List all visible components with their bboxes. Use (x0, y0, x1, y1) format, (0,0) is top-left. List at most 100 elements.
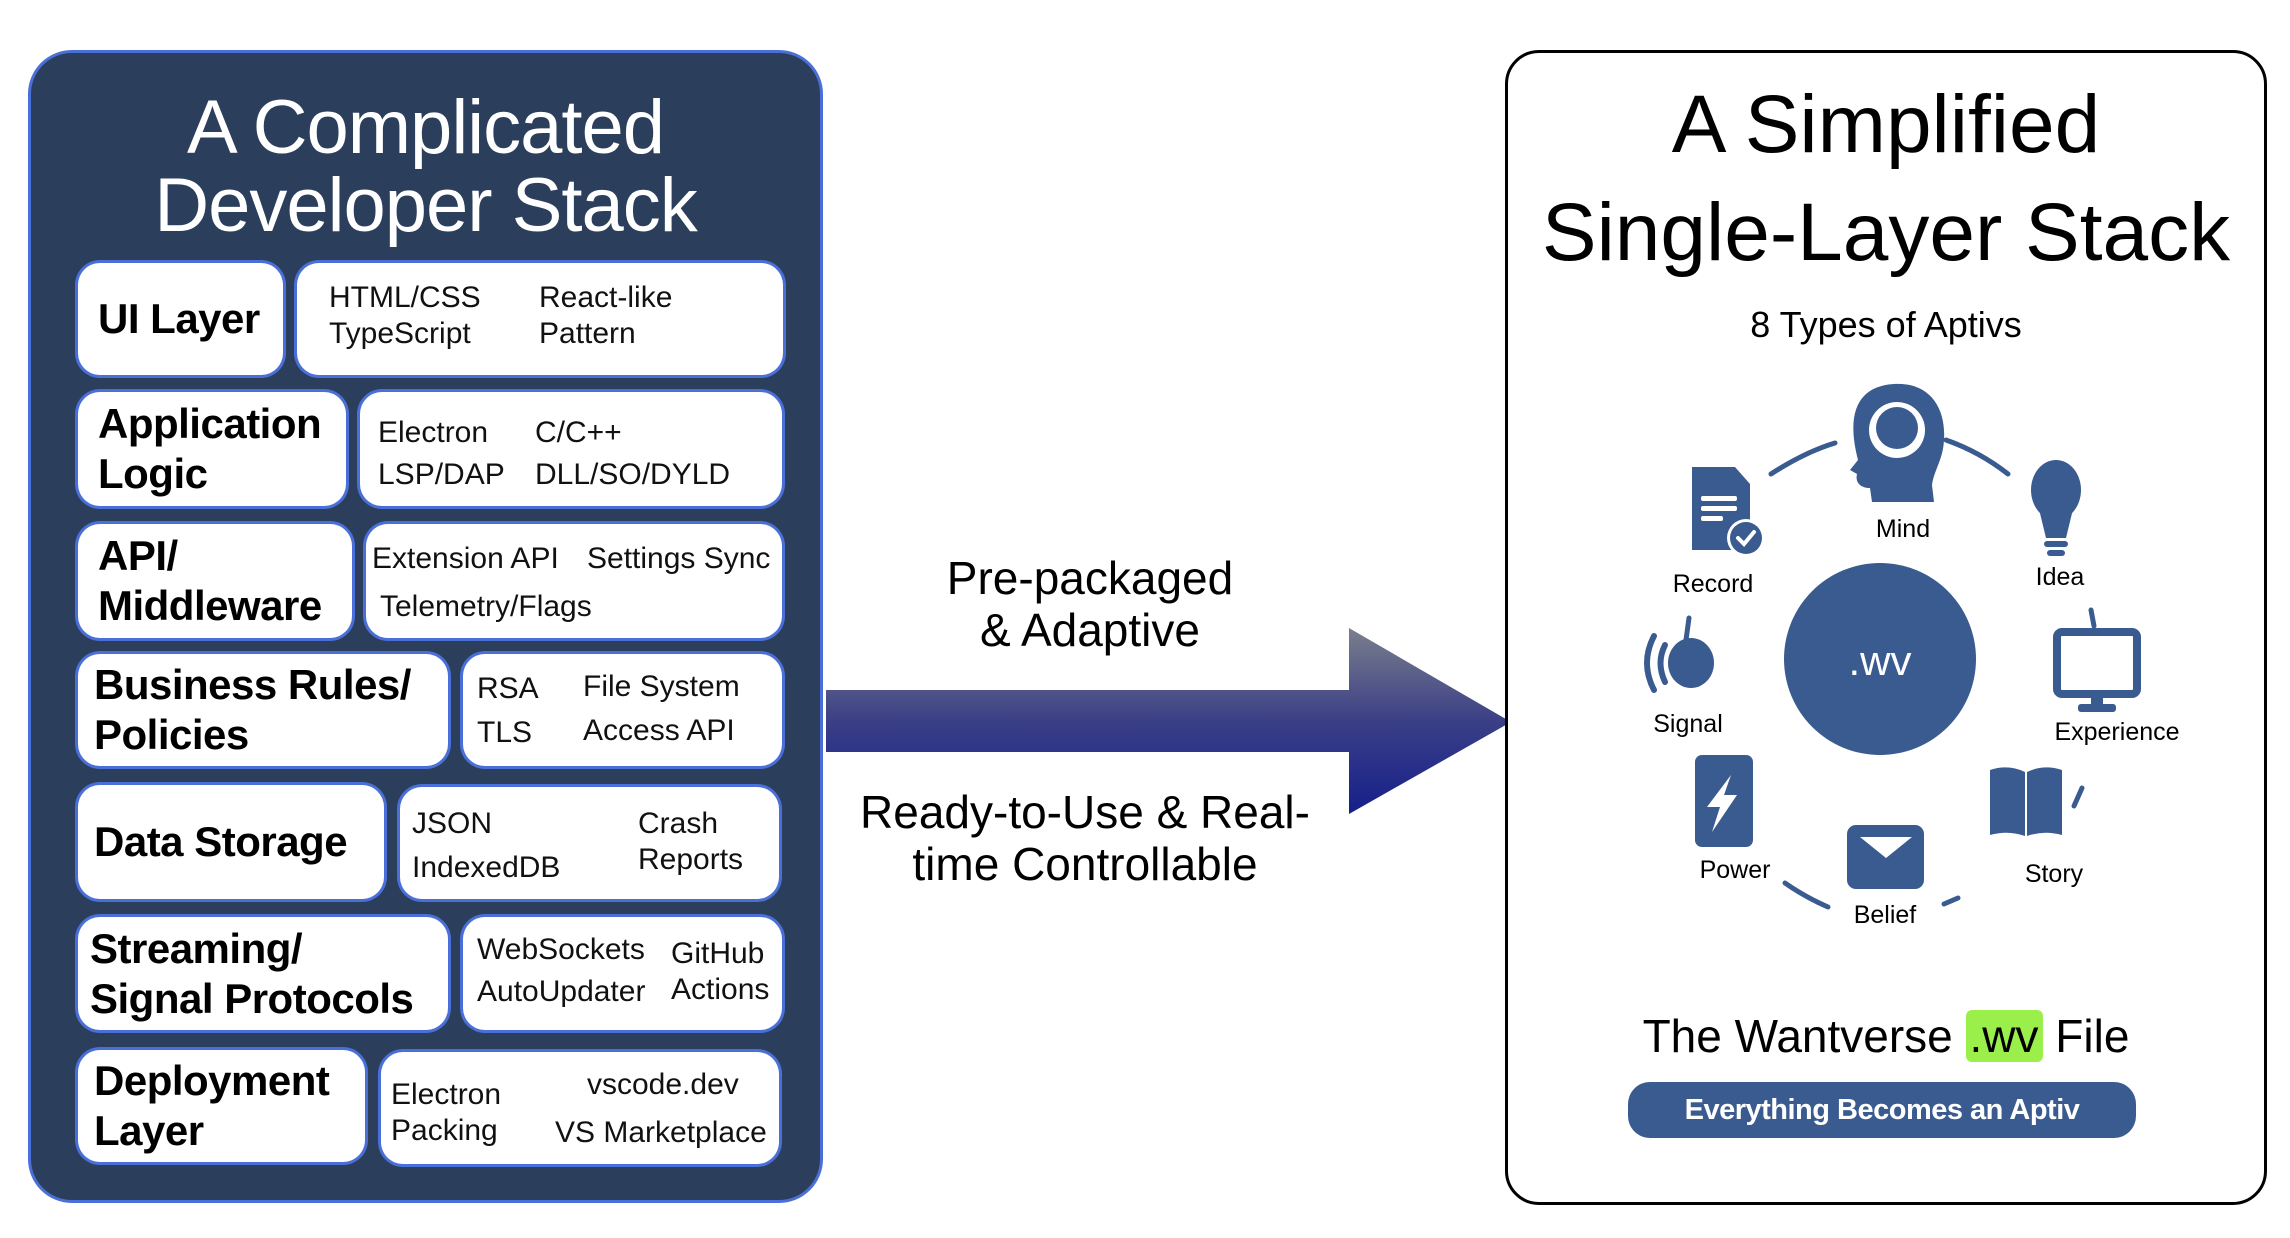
arrow-shape (826, 628, 1511, 814)
layer-label-streaming: Streaming/Signal Protocols (78, 917, 448, 1030)
envelope-icon (1847, 825, 1924, 889)
layer-label-text: Streaming/Signal Protocols (90, 924, 414, 1024)
aptiv-label-idea: Idea (2036, 563, 2085, 591)
tech-item: LSP/DAP (378, 458, 505, 491)
broadcast-icon (1644, 633, 1714, 693)
tech-item: File System (583, 670, 740, 703)
tech-item: GitHub (671, 937, 765, 970)
label-line2: Policies (94, 711, 249, 758)
tech-item: C/C++ (535, 416, 622, 449)
tech-item: Pattern (539, 317, 636, 350)
tech-item: VS Marketplace (555, 1116, 767, 1149)
layer-content-ui: HTML/CSS TypeScript React-like Pattern (297, 263, 783, 375)
connector-power-belief (1782, 880, 1831, 910)
tech-item: WebSockets (477, 933, 645, 966)
tech-item: DLL/SO/DYLD (535, 458, 731, 491)
layer-label-data-storage: Data Storage (78, 785, 384, 899)
aptiv-types-subtitle: 8 Types of Aptivs (1750, 304, 2022, 345)
layer-label-text: Data Storage (94, 818, 348, 865)
tech-item: RSA (477, 672, 539, 705)
connector-record-mind (1768, 440, 1838, 477)
tech-item: AutoUpdater (477, 975, 646, 1008)
tech-item: Crash (638, 807, 719, 840)
caption-suffix: File (2042, 1010, 2130, 1062)
label-line1: Streaming/ (90, 924, 303, 972)
layer-label-text: UI Layer (98, 295, 260, 342)
tech-item: vscode.dev (587, 1068, 739, 1101)
tech-item: Electron (391, 1078, 502, 1111)
label-line1: API/ (98, 532, 178, 579)
layer-content-application-logic: Electron LSP/DAP C/C++ DLL/SO/DYLD (360, 392, 782, 506)
tech-item: Actions (671, 973, 770, 1006)
caption-prefix: The Wantverse (1642, 1010, 1966, 1062)
lightning-icon (1695, 755, 1753, 847)
aptiv-label-story: Story (2025, 860, 2084, 888)
caption-line: & Adaptive (980, 604, 1200, 656)
tech-item: HTML/CSS (329, 281, 481, 314)
tech-item: Extension API (372, 542, 559, 575)
tech-item: React-like (539, 281, 673, 314)
layer-content-data-storage: JSON IndexedDB Crash Reports (400, 787, 779, 899)
tech-item: Settings Sync (587, 542, 771, 575)
wv-center-circle (1784, 563, 1976, 755)
tech-item: Packing (391, 1114, 498, 1147)
label-line2: Signal Protocols (90, 974, 414, 1022)
label-line1: Deployment (94, 1057, 330, 1104)
caption-line: Ready-to-Use & Real- (860, 786, 1310, 838)
layer-content-api-middleware: Extension API Settings Sync Telemetry/Fl… (366, 524, 782, 638)
tech-item: JSON (412, 807, 493, 840)
aptiv-ring-diagram: .wv Mind Idea Experience Story Belief Po… (1644, 383, 2180, 929)
label-line2: Layer (94, 1107, 204, 1154)
layer-label-text: API/Middleware (98, 531, 322, 631)
open-book-icon (1990, 767, 2062, 836)
tech-item: TypeScript (329, 317, 471, 350)
caption-line: time Controllable (912, 838, 1258, 890)
caption-line: Pre-packaged (946, 552, 1234, 604)
tech-item: Electron (378, 416, 489, 449)
layer-content-deployment: Electron Packing vscode.dev VS Marketpla… (381, 1052, 779, 1164)
document-check-icon (1692, 467, 1765, 557)
tech-item: IndexedDB (412, 851, 561, 884)
aptiv-label-power: Power (1700, 856, 1771, 884)
aptiv-label-signal: Signal (1653, 710, 1723, 738)
tech-item: Telemetry/Flags (380, 590, 592, 623)
arrow-caption-bottom: Ready-to-Use & Real- time Controllable (840, 786, 1330, 890)
right-title-line1: A Simplified (1671, 79, 2101, 170)
right-arrow-icon (826, 628, 1511, 814)
layer-content-streaming: WebSockets AutoUpdater GitHub Actions (463, 917, 782, 1030)
layer-label-text: Business Rules/Policies (94, 660, 411, 760)
layer-label-business-rules: Business Rules/Policies (78, 654, 448, 766)
arrow-caption-top: Pre-packaged & Adaptive (880, 552, 1300, 656)
connector-experience-story (2071, 785, 2085, 809)
tech-item: Reports (638, 843, 744, 876)
aptiv-label-experience: Experience (2054, 718, 2179, 746)
connector-belief-story (1941, 895, 1961, 907)
tech-item: TLS (477, 716, 533, 749)
layer-label-api-middleware: API/Middleware (78, 524, 352, 638)
aptiv-label-mind: Mind (1876, 515, 1930, 543)
left-title-line2: Developer Stack (154, 163, 698, 248)
ring-connectors (1683, 437, 2097, 910)
aptiv-label-belief: Belief (1854, 901, 1917, 929)
layer-label-ui: UI Layer (78, 263, 283, 375)
right-title-line2: Single-Layer Stack (1541, 187, 2231, 278)
everything-becomes-aptiv-banner: Everything Becomes an Aptiv (1628, 1082, 2136, 1138)
wantverse-file-caption: The Wantverse .wv File (1505, 1008, 2267, 1064)
connector-record-signal (1683, 615, 1692, 643)
label-line2: Logic (98, 450, 208, 497)
label-line1: Business Rules/ (94, 661, 411, 708)
lightbulb-icon (2031, 460, 2081, 556)
connector-idea-experience (2088, 607, 2097, 629)
wv-extension-highlight: .wv (1965, 1010, 2043, 1062)
wv-center-label: .wv (1849, 637, 1912, 684)
head-brain-icon (1850, 383, 1945, 502)
tech-item: Access API (583, 714, 735, 747)
label-line1: Application (98, 400, 322, 447)
label-line2: Middleware (98, 582, 322, 629)
layer-content-business-rules: RSA TLS File System Access API (463, 654, 782, 766)
left-title-line1: A Complicated (186, 85, 665, 170)
